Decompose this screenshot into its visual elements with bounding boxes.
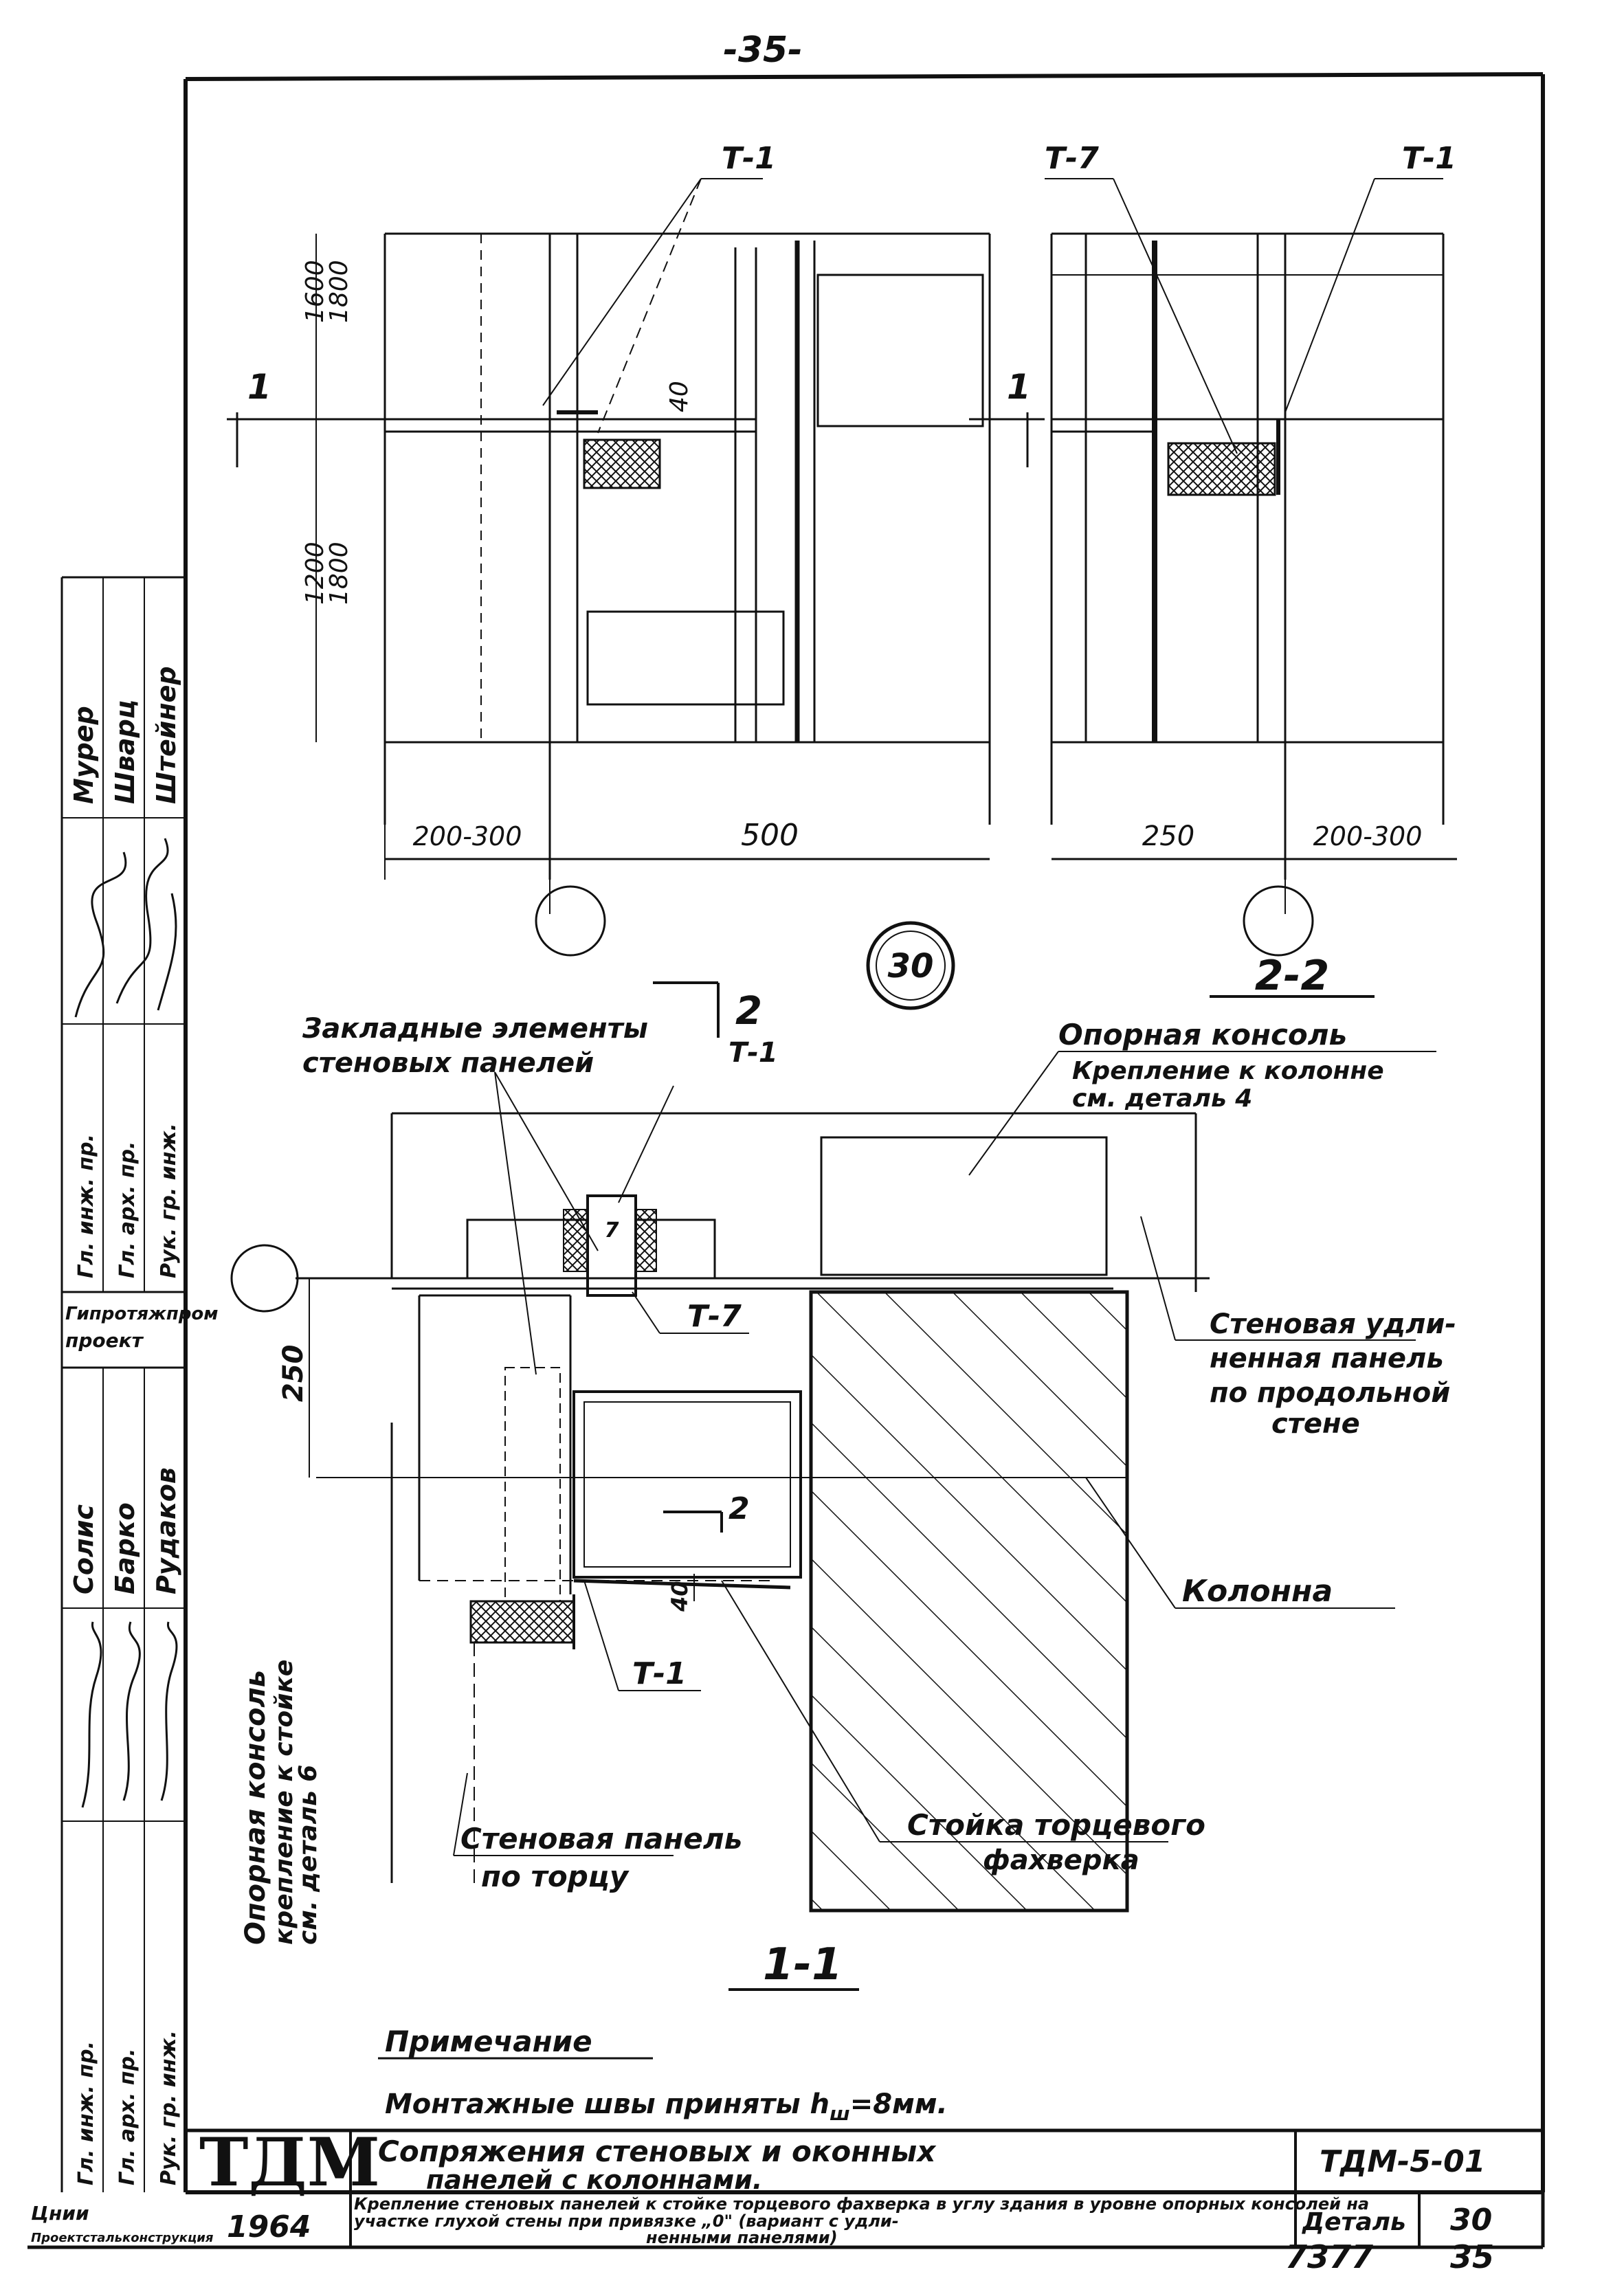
vnote-3: см. деталь 6 (294, 1765, 322, 1945)
desc-line3: ненными панелями) (646, 2228, 838, 2247)
code: ТДМ-5-01 (1320, 2144, 1485, 2179)
label-wall-long-4: стене (1271, 1408, 1360, 1440)
svg-text:Рудаков: Рудаков (151, 1467, 181, 1594)
svg-text:Цнии: Цнии (31, 2202, 89, 2225)
svg-text:Барко: Барко (110, 1502, 140, 1594)
label-end-panel-1: Стеновая панель (460, 1822, 742, 1856)
dim-500: 500 (741, 818, 799, 853)
page-number: -35- (723, 30, 803, 71)
label-wall-long-3: по продольной (1210, 1377, 1450, 1409)
detail-circle: 30 (866, 921, 955, 1010)
vnote-1: Опорная консоль (240, 1670, 271, 1945)
callout-t7-right: Т-7 (1045, 141, 1099, 176)
svg-text:Штейнер: Штейнер (151, 666, 181, 804)
dim-gap-40: 40 (665, 381, 693, 412)
svg-text:Рук. гр. инж.: Рук. гр. инж. (157, 2030, 181, 2185)
dim-upper-1: 1600 (301, 260, 329, 323)
svg-text:Гл. инж. пр.: Гл. инж. пр. (74, 2041, 98, 2185)
detail-label: Деталь (1302, 2208, 1406, 2236)
label-end-panel-2: по торцу (481, 1860, 630, 1893)
section-mark-2-sub: Т-1 (728, 1037, 778, 1069)
top-left-elevation: Т-1 1600 1800 1200 1800 40 1 200-300 500 (227, 141, 991, 957)
dim-250-plan: 250 (278, 1345, 309, 1403)
svg-text:Монтажные швы приняты hш=8мм.: Монтажные швы приняты hш=8мм. (385, 2089, 948, 2125)
label-embedded-1: Закладные элементы (302, 1013, 648, 1045)
title-line2: панелей с колоннами. (426, 2165, 762, 2195)
section-mark-2: 2 (735, 989, 762, 1034)
callout-t1-plan: Т-1 (632, 1656, 687, 1691)
callout-t1-right: Т-1 (1402, 141, 1456, 176)
callout-t1-left: Т-1 (722, 141, 776, 176)
section-mark-2-lower: 2 (728, 1491, 750, 1526)
svg-text:Рук. гр. инж.: Рук. гр. инж. (157, 1123, 181, 1278)
top-right-elevation: Т-7 Т-1 1 250 200-300 2-2 (969, 141, 1457, 1000)
svg-text:Проектстальконструкция: Проектстальконструкция (31, 2231, 214, 2245)
dim-40-plan: 40 (667, 1581, 693, 1612)
svg-text:проект: проект (65, 1329, 144, 1352)
signature-top (74, 838, 177, 1018)
sheet-number: 35 (1450, 2238, 1494, 2272)
svg-text:Гипротяжпром: Гипротяжпром (65, 1304, 219, 1324)
label-fixing-2: см. деталь 4 (1072, 1084, 1252, 1113)
svg-text:Солис: Солис (69, 1504, 99, 1594)
svg-text:7: 7 (605, 1218, 619, 1243)
label-embedded-2: стеновых панелей (302, 1047, 594, 1079)
dim-upper-2: 1800 (325, 260, 353, 323)
svg-text:Гл. инж. пр.: Гл. инж. пр. (74, 1134, 98, 1278)
svg-text:Шварц: Шварц (110, 700, 140, 804)
svg-text:Примечание: Примечание (385, 2025, 592, 2058)
callout-t7-plan: Т-7 (687, 1299, 742, 1334)
svg-text:Гл. арх. пр.: Гл. арх. пр. (115, 2049, 140, 2185)
dim-200-300-right: 200-300 (1313, 821, 1423, 851)
dim-250-right: 250 (1142, 821, 1194, 852)
desc-line2: участке глухой стены при привязке „0" (в… (354, 2212, 899, 2231)
title-block: ТДМ 1964 Сопряжения стеновых и оконных п… (27, 2124, 1545, 2249)
detail-number: 30 (1450, 2203, 1492, 2238)
dim-lower-2: 1800 (325, 542, 353, 605)
note: Примечание Монтажные швы приняты hш=8мм. (378, 2025, 948, 2125)
svg-text:30: 30 (888, 947, 934, 985)
label-wall-long-1: Стеновая удли- (1210, 1308, 1456, 1340)
section-mark-1-right: 1 (1007, 367, 1031, 407)
dim-lower-1: 1200 (301, 542, 329, 605)
label-post-1: Стойка торцевого (907, 1808, 1205, 1842)
section-mark-1-left: 1 (247, 367, 271, 407)
sheet-code: 7377 (1285, 2238, 1373, 2272)
view-label-1-1: 1-1 (763, 1939, 843, 1990)
plan-section-1-1: 2 Т-1 7 (230, 981, 1456, 1991)
vnote-2: крепление к стойке (270, 1660, 298, 1945)
dim-200-300-left: 200-300 (413, 821, 522, 851)
label-fixing-1: Крепление к колонне (1072, 1057, 1384, 1085)
desc-line1: Крепление стеновых панелей к стойке торц… (354, 2194, 1369, 2214)
label-post-2: фахверка (983, 1845, 1139, 1876)
svg-text:Гл. арх. пр.: Гл. арх. пр. (115, 1141, 140, 1278)
title-line1: Сопряжения стеновых и оконных (378, 2135, 937, 2168)
label-support-console: Опорная консоль (1058, 1018, 1347, 1051)
signature-bottom (81, 1621, 178, 1808)
logo-tdm: ТДМ (199, 2124, 380, 2201)
label-column: Колонна (1182, 1574, 1333, 1609)
view-label-2-2: 2-2 (1255, 952, 1329, 1000)
year: 1964 (227, 2209, 311, 2245)
side-stamp: Мурер Шварц Штейнер Гл. инж. пр. Гл. арх… (31, 576, 219, 2245)
svg-text:Мурер: Мурер (69, 706, 99, 804)
label-wall-long-2: ненная панель (1210, 1343, 1444, 1374)
